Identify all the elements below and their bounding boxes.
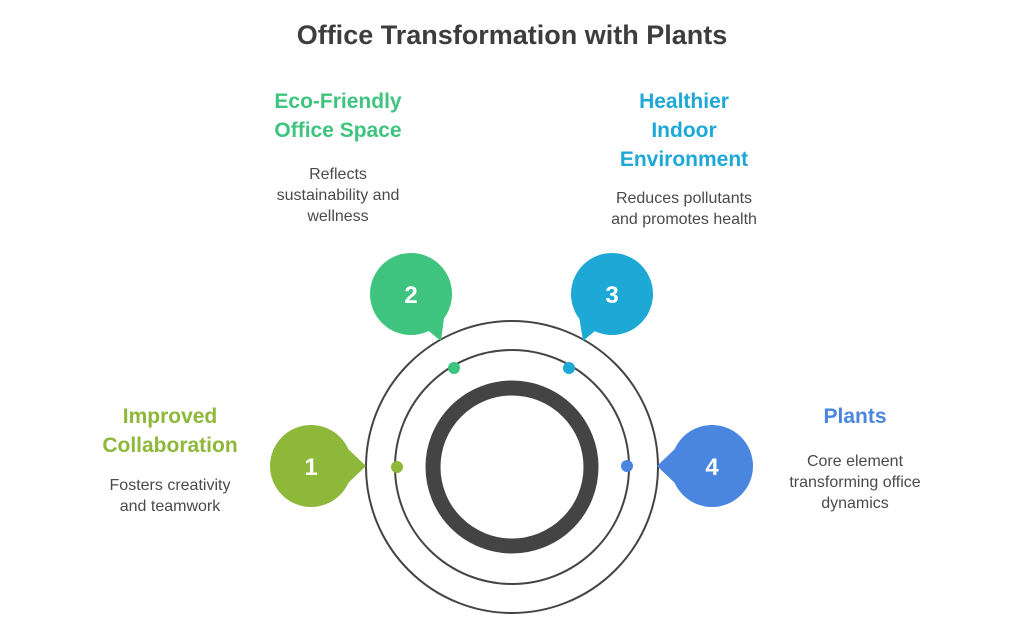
step-4-number: 4 xyxy=(705,454,719,481)
step-1-heading: Improved Collaboration xyxy=(102,405,238,457)
step-1-number: 1 xyxy=(304,454,317,481)
step-1-description: Fosters creativity and teamwork xyxy=(109,477,231,515)
dot-1 xyxy=(391,461,403,473)
diagram-title: Office Transformation with Plants xyxy=(296,20,728,50)
step-2-number: 2 xyxy=(404,282,417,309)
dot-3 xyxy=(563,362,575,374)
step-3-heading: Healthier Indoor Environment xyxy=(619,90,749,171)
step-3-description: Reduces pollutants and promotes health xyxy=(611,190,757,228)
step-1-bubble: 1 xyxy=(270,425,366,507)
step-4-bubble: 4 xyxy=(657,425,753,507)
step-2-description: Reflects sustainability and wellness xyxy=(276,166,400,225)
dot-2 xyxy=(448,362,460,374)
step-2-bubble: 2 xyxy=(370,253,452,341)
step-4-description: Core element transforming office dynamic… xyxy=(789,453,921,512)
core-ring xyxy=(425,380,599,554)
outer-ring xyxy=(365,320,659,614)
step-3-bubble: 3 xyxy=(571,253,653,341)
step-2-heading: Eco-Friendly Office Space xyxy=(274,90,402,142)
dot-4 xyxy=(621,460,633,472)
step-4-heading: Plants xyxy=(823,405,887,428)
step-3-number: 3 xyxy=(605,282,618,309)
